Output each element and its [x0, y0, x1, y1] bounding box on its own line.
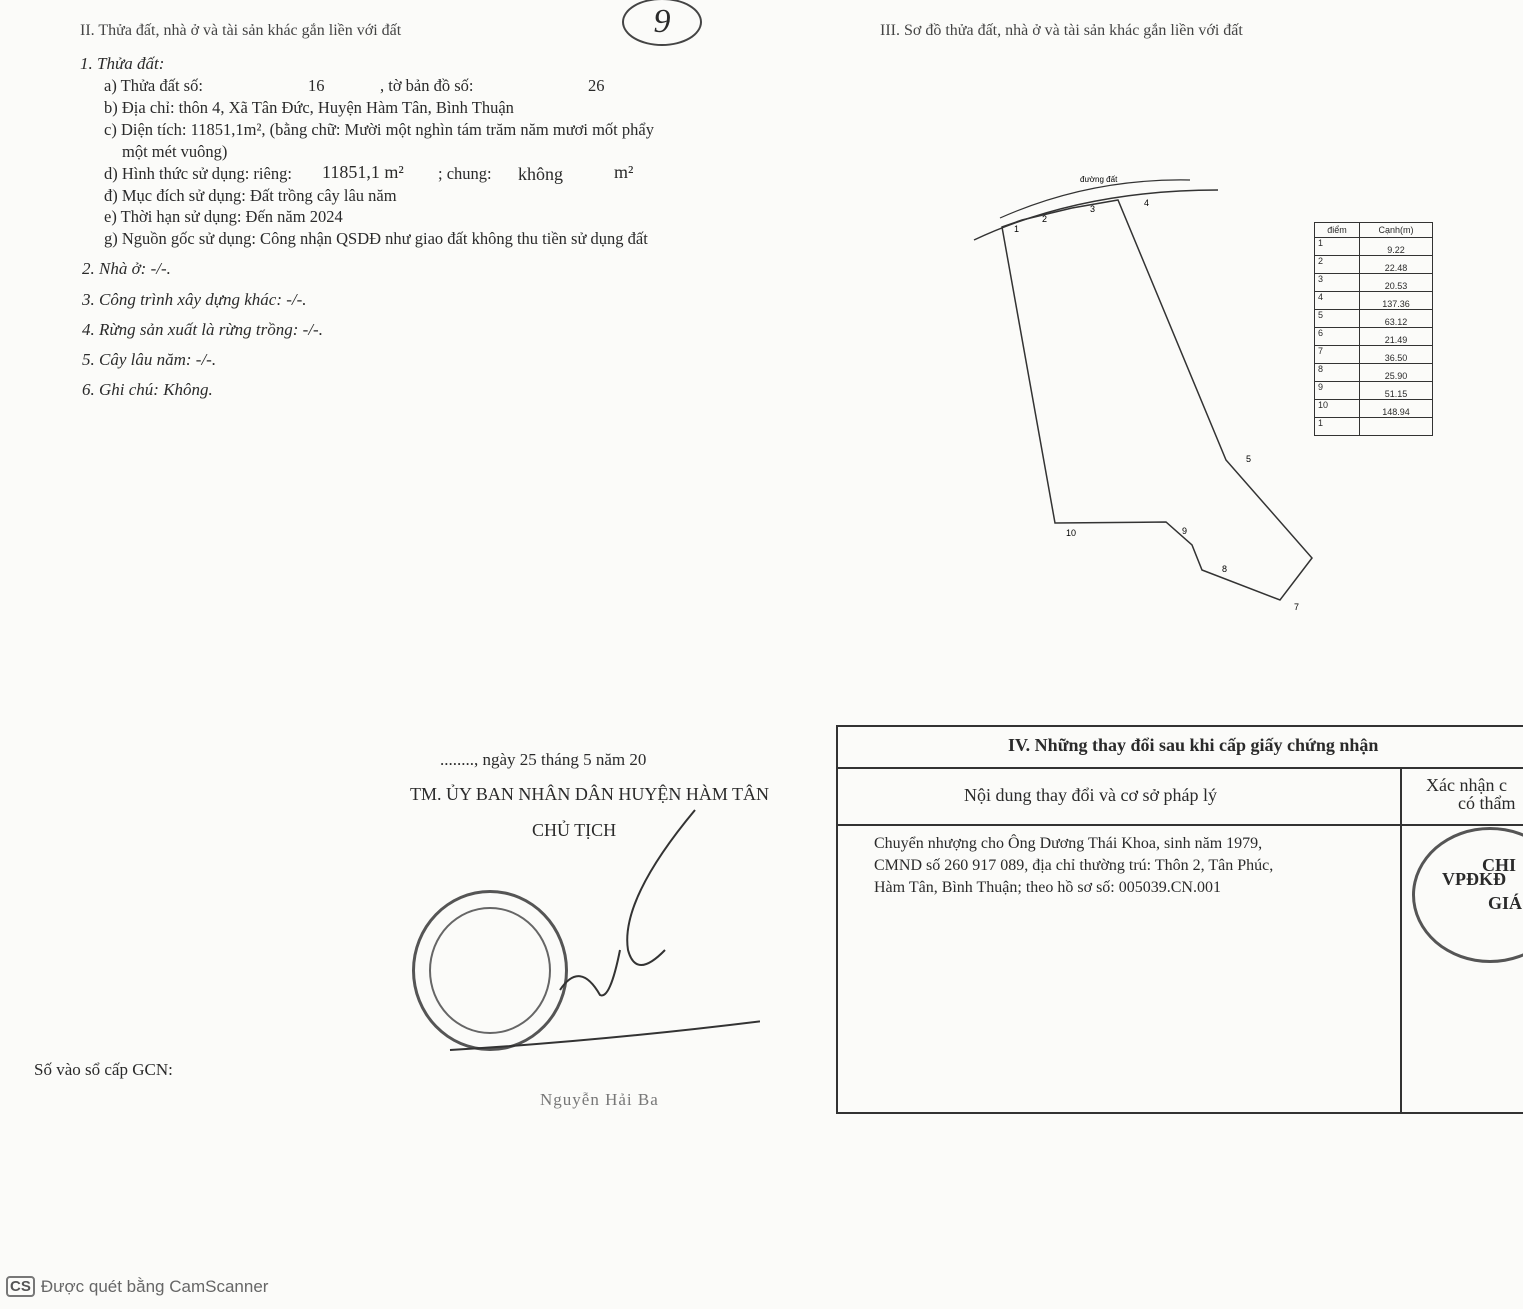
- changes-title: IV. Những thay đổi sau khi cấp giấy chứn…: [1008, 735, 1379, 755]
- usage-form-label: d) Hình thức sử dụng: riêng:: [104, 164, 292, 183]
- camscanner-logo-icon: CS: [6, 1276, 35, 1297]
- usage-form-common: không: [518, 164, 563, 184]
- change-content-line3: Hàm Tân, Bình Thuận; theo hồ sơ số: 0050…: [874, 879, 1221, 896]
- signatory-role: CHỦ TỊCH: [532, 820, 617, 840]
- table-header-length: Cạnh(m): [1359, 222, 1433, 238]
- table-header-point: điểm: [1314, 222, 1360, 238]
- handwritten-page-mark: 9: [622, 0, 702, 46]
- usage-purpose: đ) Mục đích sử dụng: Đất trồng cây lâu n…: [104, 186, 397, 205]
- table-point: 4: [1314, 291, 1360, 310]
- changes-col2-header-line1: Xác nhận c: [1426, 775, 1507, 795]
- vertex-label-8: 8: [1222, 564, 1227, 574]
- table-point: 8: [1314, 363, 1360, 382]
- parcel-number-value: 16: [308, 76, 325, 95]
- vertex-label-4: 4: [1144, 198, 1149, 208]
- usage-term: e) Thời hạn sử dụng: Đến năm 2024: [104, 207, 343, 226]
- table-header-row: điểm Cạnh(m): [1314, 222, 1433, 238]
- table-point: 1: [1314, 417, 1360, 436]
- issuing-authority: TM. ỦY BAN NHÂN DÂN HUYỆN HÀM TÂN: [410, 784, 769, 804]
- parcel-address: b) Địa chỉ: thôn 4, Xã Tân Đức, Huyện Hà…: [104, 98, 514, 117]
- road-line-lower: [973, 189, 1219, 241]
- table-length: 137.36: [1359, 291, 1433, 310]
- map-sheet-label: , tờ bản đồ số:: [380, 76, 474, 95]
- column-divider: [1400, 769, 1402, 1112]
- parcel-heading: 1. Thửa đất:: [80, 54, 165, 73]
- section2-title: II. Thửa đất, nhà ở và tài sản khác gắn …: [80, 22, 402, 39]
- usage-origin: g) Nguồn gốc sử dụng: Công nhận QSDĐ như…: [104, 229, 648, 248]
- table-point: 7: [1314, 345, 1360, 364]
- vertex-label-2: 2: [1042, 214, 1047, 224]
- table-point: 9: [1314, 381, 1360, 400]
- map-sheet-value: 26: [588, 76, 605, 95]
- table-length: 21.49: [1359, 327, 1433, 346]
- parcel-boundary: [1001, 199, 1313, 601]
- official-seal-icon: [412, 890, 568, 1051]
- item-perennial-trees: 5. Cây lâu năm: -/-.: [82, 350, 217, 369]
- table-length: 9.22: [1359, 237, 1433, 256]
- table-point: 1: [1314, 237, 1360, 256]
- table-length: 36.50: [1359, 345, 1433, 364]
- changes-col2-header-line2: có thẩm: [1458, 793, 1516, 813]
- item-note: 6. Ghi chú: Không.: [82, 380, 213, 399]
- table-point: 3: [1314, 273, 1360, 292]
- parcel-diagram: đường đất 1 2 3 4 5 6 7 8 9 10: [973, 175, 1313, 612]
- parcel-area-line1: c) Diện tích: 11851,1m², (bằng chữ: Mười…: [104, 120, 654, 139]
- table-length: 20.53: [1359, 273, 1433, 292]
- register-label: Số vào sổ cấp GCN:: [34, 1060, 173, 1079]
- table-length: 25.90: [1359, 363, 1433, 382]
- changes-col1-header: Nội dung thay đổi và cơ sở pháp lý: [964, 785, 1218, 805]
- item-production-forest: 4. Rừng sản xuất là rừng trồng: -/-.: [82, 320, 323, 339]
- table-length: 22.48: [1359, 255, 1433, 274]
- table-point: 2: [1314, 255, 1360, 274]
- table-length: 148.94: [1359, 399, 1433, 418]
- vertex-label-1: 1: [1014, 224, 1019, 234]
- section3-title: III. Sơ đồ thửa đất, nhà ở và tài sản kh…: [880, 22, 1243, 39]
- changes-table: IV. Những thay đổi sau khi cấp giấy chứn…: [836, 725, 1523, 1114]
- table-length: 63.12: [1359, 309, 1433, 328]
- changes-header-row: Nội dung thay đổi và cơ sở pháp lý Xác n…: [838, 769, 1523, 826]
- signatory-name: Nguyễn Hải Ba: [540, 1090, 659, 1109]
- item-other-construction: 3. Công trình xây dựng khác: -/-.: [82, 290, 307, 309]
- table-point: 6: [1314, 327, 1360, 346]
- handwritten-signature-icon: [449, 809, 760, 1051]
- table-length-empty: [1359, 417, 1433, 436]
- scanner-footer-text: Được quét bằng CamScanner: [40, 1276, 269, 1296]
- vertex-label-3: 3: [1090, 204, 1095, 214]
- table-point: 5: [1314, 309, 1360, 328]
- road-label: đường đất: [1080, 175, 1118, 184]
- seal-text-1: CHI: [1482, 855, 1517, 875]
- table-length: 51.15: [1359, 381, 1433, 400]
- issue-date-line: ........, ngày 25 tháng 5 năm 20: [440, 750, 647, 769]
- seal-text-3: GIÁ: [1488, 893, 1523, 913]
- vertex-label-5: 5: [1246, 454, 1251, 464]
- vertex-label-9: 9: [1182, 526, 1187, 536]
- change-content-line2: CMND số 260 917 089, địa chỉ thường trú:…: [874, 857, 1274, 874]
- usage-form-private: 11851,1 m²: [322, 162, 404, 182]
- vertex-label-10: 10: [1066, 528, 1076, 538]
- parcel-area-line2: một mét vuông): [122, 142, 228, 161]
- item-house: 2. Nhà ở: -/-.: [82, 259, 171, 278]
- table-point: 10: [1314, 399, 1360, 418]
- change-content-line1: Chuyển nhượng cho Ông Dương Thái Khoa, s…: [874, 835, 1263, 852]
- road-line-upper: [999, 179, 1191, 219]
- usage-form-common-label: ; chung:: [438, 164, 492, 183]
- changes-title-row: IV. Những thay đổi sau khi cấp giấy chứn…: [838, 727, 1523, 769]
- parcel-number-label: a) Thửa đất số:: [104, 76, 203, 95]
- seal-text-2: VPĐKĐ: [1442, 869, 1506, 889]
- scanner-footer: CS Được quét bằng CamScanner: [6, 1276, 268, 1297]
- table-row: 1: [1314, 417, 1433, 436]
- usage-form-unit: m²: [614, 162, 634, 182]
- vertex-label-7: 7: [1294, 602, 1299, 612]
